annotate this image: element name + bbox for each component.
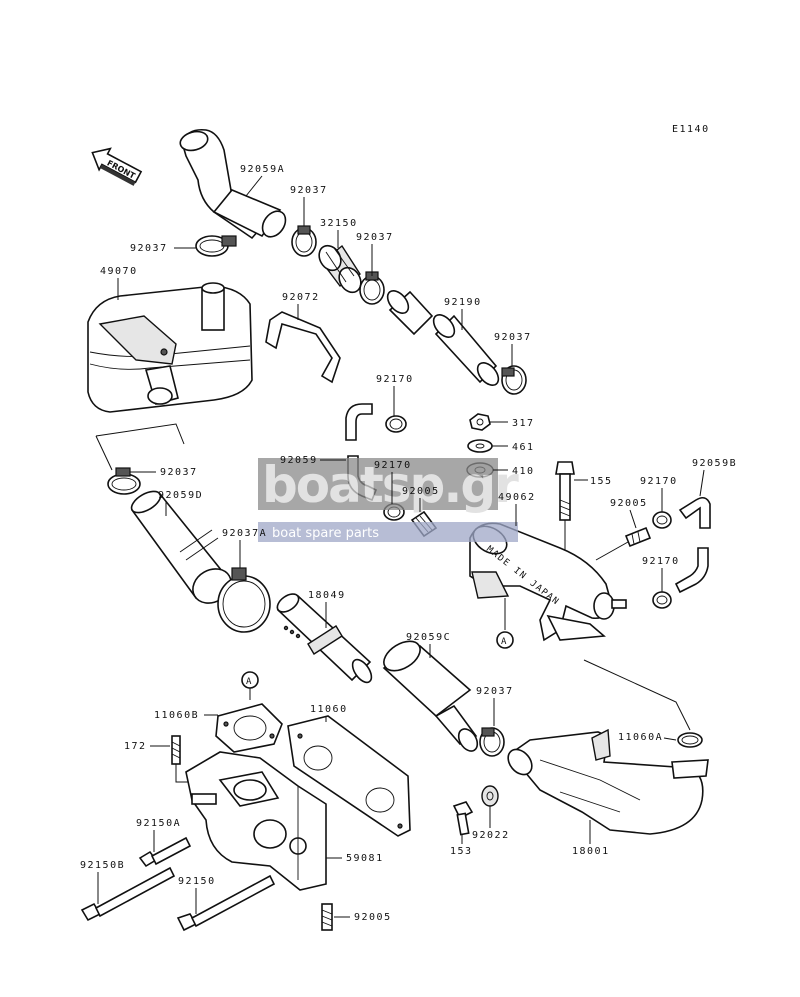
label-92059: 92059 — [280, 455, 318, 466]
hose-92059B — [674, 496, 711, 594]
clamp-92170-d — [652, 591, 672, 609]
label-172: 172 — [124, 741, 147, 752]
label-92170-d: 92170 — [642, 556, 680, 567]
clamp-92037A — [217, 567, 271, 633]
bolt-92150A — [138, 836, 192, 868]
label-92059C: 92059C — [406, 632, 451, 643]
label-11060A: 11060A — [618, 732, 663, 743]
hose-92059D — [130, 490, 232, 604]
bolt-92150B — [80, 866, 176, 922]
label-92005-c: 92005 — [354, 912, 392, 923]
clamp-92037-a — [291, 225, 317, 257]
clamp-92170-a — [385, 415, 407, 433]
chamber-18001 — [507, 728, 709, 835]
label-92037-left: 92037 — [130, 243, 168, 254]
label-153: 153 — [450, 846, 473, 857]
front-arrow-icon: FRONT — [91, 147, 143, 186]
svg-text:A: A — [246, 677, 252, 687]
gasket-11060A — [677, 732, 703, 748]
gasket-11060B — [215, 703, 283, 753]
clamp-92037-d — [501, 365, 527, 395]
label-461: 461 — [512, 442, 535, 453]
watermark-tagline: boat spare parts — [272, 526, 379, 541]
muffler-49070 — [87, 282, 253, 413]
coupling-32150 — [318, 244, 362, 294]
hose-92190 — [386, 289, 500, 387]
label-92037-f: 92037 — [476, 686, 514, 697]
label-92037-c: 92037 — [356, 232, 394, 243]
label-92037A: 92037A — [222, 528, 267, 539]
bracket-92072 — [265, 311, 341, 384]
clamp-92170-c — [652, 511, 672, 529]
label-92170-b: 92170 — [374, 460, 412, 471]
stud-92005-b — [595, 526, 652, 561]
label-92190: 92190 — [444, 297, 482, 308]
nut-317 — [469, 413, 491, 431]
diagram-code: E1140 — [672, 124, 710, 135]
label-92150: 92150 — [178, 876, 216, 887]
watermark-logo: boatsp.gr boat spare parts — [258, 456, 521, 542]
label-92072: 92072 — [282, 292, 320, 303]
ref-marker-a-lower: A — [241, 671, 259, 689]
pipe-18049 — [276, 593, 373, 684]
label-18001: 18001 — [572, 846, 610, 857]
label-92005-a: 92005 — [402, 486, 440, 497]
clamp-92037-e — [107, 467, 141, 495]
label-92150B: 92150B — [80, 860, 125, 871]
label-92022: 92022 — [472, 830, 510, 841]
label-155: 155 — [590, 476, 613, 487]
label-92059A: 92059A — [240, 164, 285, 175]
label-92170-c: 92170 — [640, 476, 678, 487]
label-32150: 32150 — [320, 218, 358, 229]
label-49062: 49062 — [498, 492, 536, 503]
part-labels: 92059A 92037 32150 92037 92037 49070 920… — [80, 164, 737, 923]
ref-marker-a-upper: A — [496, 631, 514, 649]
stud-172 — [171, 735, 181, 765]
label-92059B: 92059B — [692, 458, 737, 469]
label-92150A: 92150A — [136, 818, 181, 829]
washer-92022 — [481, 785, 499, 807]
label-18049: 18049 — [308, 590, 346, 601]
clamp-92037-f — [479, 727, 505, 757]
label-11060B: 11060B — [154, 710, 199, 721]
label-59081: 59081 — [346, 853, 384, 864]
bolt-92150 — [176, 874, 276, 932]
label-92005-b: 92005 — [610, 498, 648, 509]
hose-92059C — [382, 640, 479, 752]
bolt-153 — [452, 801, 474, 836]
hose-92059A — [179, 128, 287, 240]
label-92037-e: 92037 — [160, 467, 198, 478]
gasket-11060 — [287, 715, 411, 837]
label-49070: 49070 — [100, 266, 138, 277]
label-92037-d: 92037 — [494, 332, 532, 343]
bolt-155 — [555, 461, 575, 610]
clamp-92037-c — [359, 271, 385, 305]
label-92170-a: 92170 — [376, 374, 414, 385]
stud-92005-c — [321, 903, 333, 931]
washer-461 — [467, 439, 493, 453]
label-92059D: 92059D — [158, 490, 203, 501]
elbow-59081 — [185, 751, 327, 891]
label-11060: 11060 — [310, 704, 348, 715]
label-92037-a: 92037 — [290, 185, 328, 196]
label-317: 317 — [512, 418, 535, 429]
clamp-92037-left — [195, 235, 237, 257]
svg-text:A: A — [501, 637, 507, 647]
label-410: 410 — [512, 466, 535, 477]
